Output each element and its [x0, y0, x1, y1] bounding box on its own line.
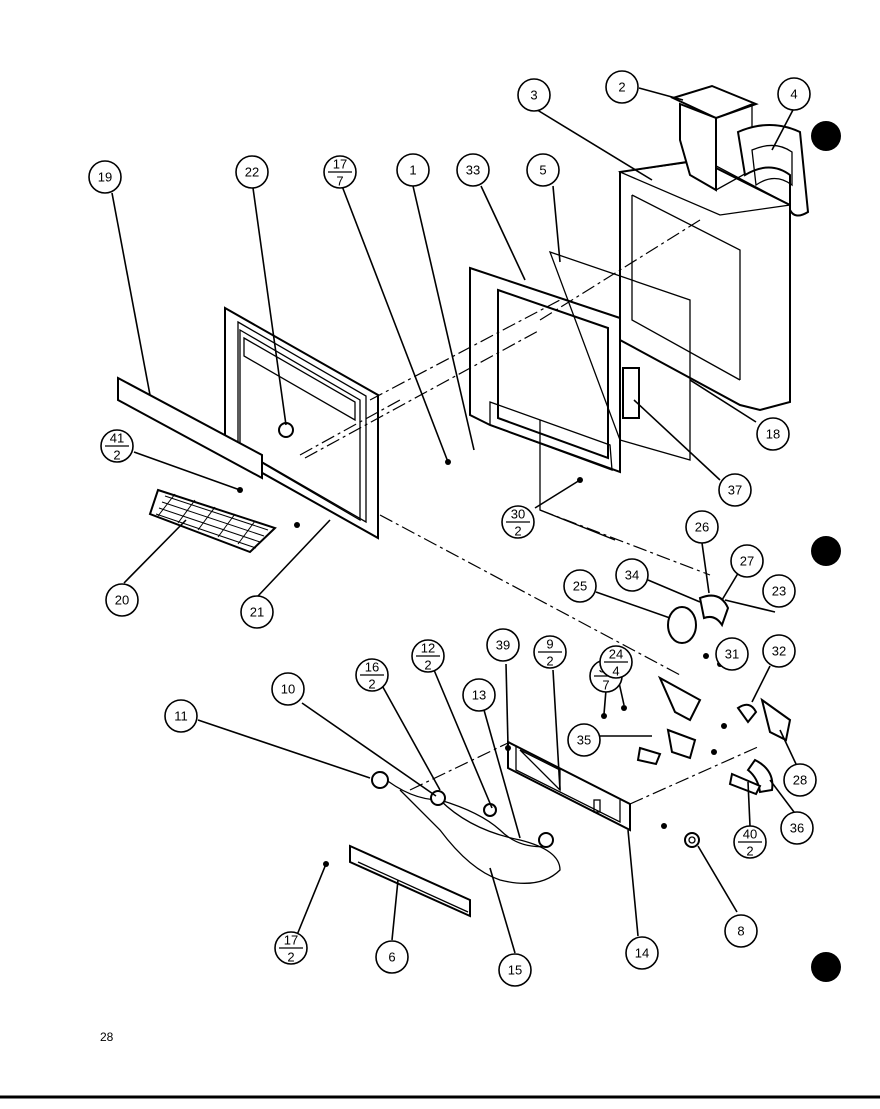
callout-19-label: 19 [98, 170, 112, 185]
callout-12-2-top: 12 [421, 641, 435, 656]
callout-16-2: 16 2 [355, 658, 389, 692]
callout-21: 21 [240, 595, 274, 629]
callout-12-2-bottom: 2 [424, 658, 431, 673]
callout-36-label: 36 [790, 821, 804, 836]
callout-16-2-bottom: 2 [368, 677, 375, 692]
callout-40-2-top: 40 [743, 827, 757, 842]
dispenser-bracket-assembly [237, 459, 792, 918]
callout-23: 23 [762, 574, 796, 608]
callout-37-label: 37 [728, 483, 742, 498]
callout-34: 34 [615, 558, 649, 592]
callout-14: 14 [625, 936, 659, 970]
callout-26-label: 26 [695, 520, 709, 535]
page-number: 28 [100, 1030, 114, 1044]
callout-34-label: 34 [625, 568, 639, 583]
callout-5-label: 5 [539, 163, 546, 178]
callout-20: 20 [105, 583, 139, 617]
callout-2-label: 2 [618, 80, 625, 95]
callout-37: 37 [718, 473, 752, 507]
callout-27: 27 [730, 544, 764, 578]
callout-36: 36 [780, 811, 814, 845]
callout-4: 4 [777, 77, 811, 111]
callout-25: 25 [563, 569, 597, 603]
leader-lines [111, 87, 797, 954]
callout-5: 5 [526, 153, 560, 187]
inner-frame-assembly [469, 250, 691, 541]
callout-18-label: 18 [766, 427, 780, 442]
callout-41-2: 41 2 [100, 429, 134, 463]
callout-14-label: 14 [635, 946, 649, 961]
callout-35: 35 [567, 723, 601, 757]
callout-28: 28 [783, 763, 817, 797]
callout-24-4: 24 4 [599, 645, 633, 679]
callout-18: 18 [756, 417, 790, 451]
callout-30-2-bottom: 2 [514, 524, 521, 539]
callout-35-label: 35 [577, 733, 591, 748]
callout-24-4-top: 24 [609, 647, 623, 662]
callout-6-label: 6 [388, 950, 395, 965]
registration-dot-bottom [811, 952, 841, 982]
callout-26: 26 [685, 510, 719, 544]
callout-41-2-bottom: 2 [113, 448, 120, 463]
callout-21-label: 21 [250, 605, 264, 620]
callout-32: 32 [762, 634, 796, 668]
callout-33-label: 33 [466, 163, 480, 178]
callout-15: 15 [498, 953, 532, 987]
callout-4-label: 4 [790, 87, 797, 102]
assembly-centerlines [299, 219, 761, 805]
callout-1-label: 1 [409, 163, 416, 178]
registration-dot-top [811, 121, 841, 151]
callout-3-label: 3 [530, 88, 537, 103]
callout-40-2-bottom: 2 [746, 844, 753, 859]
callout-32-label: 32 [772, 644, 786, 659]
callout-20-label: 20 [115, 593, 129, 608]
callout-10: 10 [271, 672, 305, 706]
callout-17-7-bottom: 7 [336, 174, 343, 189]
callout-8: 8 [724, 914, 758, 948]
callout-31: 31 [715, 637, 749, 671]
callout-15-label: 15 [508, 963, 522, 978]
callout-39-label: 39 [496, 638, 510, 653]
callout-9-2-bottom: 2 [546, 654, 553, 669]
callout-31-label: 31 [725, 647, 739, 662]
callout-17-7-top: 17 [333, 157, 347, 172]
callout-30-2-top: 30 [511, 507, 525, 522]
callout-39: 39 [486, 628, 520, 662]
callout-11-label: 11 [174, 709, 188, 724]
callout-8-label: 8 [737, 924, 744, 939]
callout-41-2-top: 41 [110, 431, 124, 446]
callout-17-2-top: 17 [284, 933, 298, 948]
callout-19: 19 [88, 160, 122, 194]
callout-30-2: 30 2 [501, 505, 535, 539]
callout-9-2: 9 2 [533, 635, 567, 669]
callout-13: 13 [462, 678, 496, 712]
callout-22: 22 [235, 155, 269, 189]
registration-dot-middle [811, 536, 841, 566]
callout-6: 6 [375, 940, 409, 974]
callout-12-2: 12 2 [411, 639, 445, 673]
front-panel-assembly [117, 306, 379, 554]
callout-10-label: 10 [281, 682, 295, 697]
callout-27-label: 27 [740, 554, 754, 569]
callout-2: 2 [605, 70, 639, 104]
callout-3: 3 [517, 78, 551, 112]
callout-38-7-bottom: 7 [602, 678, 609, 693]
callout-17-2-bottom: 2 [287, 950, 294, 965]
callout-11: 11 [164, 699, 198, 733]
callout-25-label: 25 [573, 579, 587, 594]
callout-24-4-bottom: 4 [612, 664, 619, 679]
callout-1: 1 [396, 153, 430, 187]
callout-28-label: 28 [793, 773, 807, 788]
callout-40-2: 40 2 [733, 825, 767, 859]
callout-33: 33 [456, 153, 490, 187]
callout-22-label: 22 [245, 165, 259, 180]
housing-assembly [617, 84, 810, 412]
callout-17-7: 17 7 [323, 155, 357, 189]
callout-13-label: 13 [472, 688, 486, 703]
callout-23-label: 23 [772, 584, 786, 599]
callout-16-2-top: 16 [365, 660, 379, 675]
callout-17-2: 17 2 [274, 931, 308, 965]
callout-9-2-top: 9 [546, 637, 553, 652]
